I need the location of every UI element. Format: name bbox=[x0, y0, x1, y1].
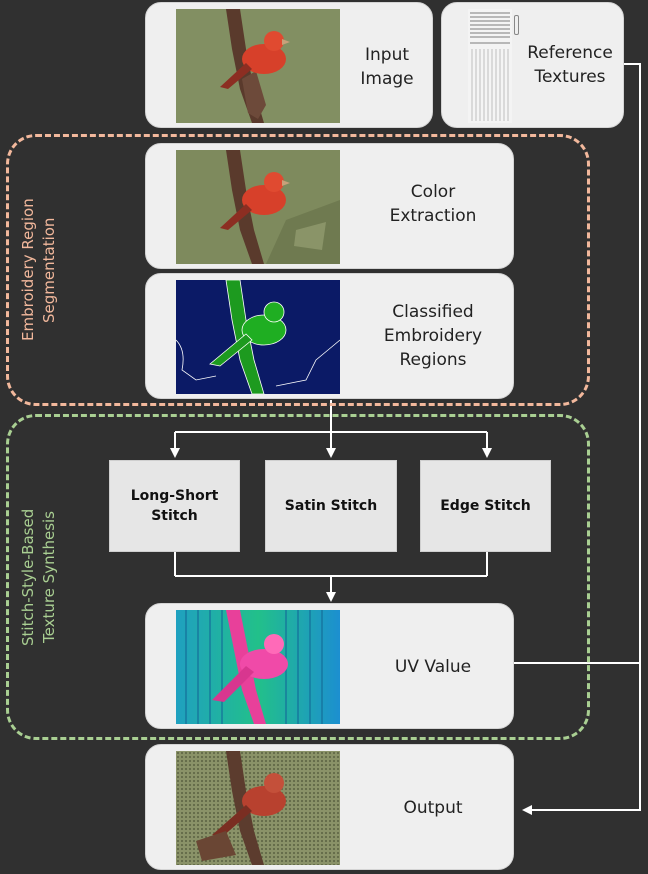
arrow-reference-to-output bbox=[522, 63, 641, 815]
output-label: Output bbox=[403, 798, 463, 818]
uv-value-label: UV Value bbox=[394, 657, 472, 677]
reference-textures-thumbnail bbox=[468, 9, 512, 123]
color-extraction-thumbnail bbox=[176, 150, 340, 264]
output-thumbnail bbox=[176, 751, 340, 865]
input-image-box: Input Image bbox=[145, 2, 433, 128]
reference-textures-box: Reference Textures bbox=[441, 2, 624, 128]
color-extraction-box: Color Extraction bbox=[145, 143, 514, 269]
uv-value-box: UV Value bbox=[145, 603, 514, 729]
uv-value-thumbnail bbox=[176, 610, 340, 724]
reference-textures-label: Reference Textures bbox=[527, 43, 613, 87]
classified-regions-box: Classified Embroidery Regions bbox=[145, 273, 514, 399]
long-short-stitch-box: Long-Short Stitch bbox=[109, 460, 240, 552]
edge-stitch-box: Edge Stitch bbox=[420, 460, 551, 552]
output-box: Output bbox=[145, 744, 514, 870]
needle-icon bbox=[514, 15, 519, 35]
classified-regions-thumbnail bbox=[176, 280, 340, 394]
segmentation-group-title: Embroidery Region Segmentation bbox=[19, 198, 58, 342]
synthesis-group bbox=[6, 414, 590, 740]
input-image-thumbnail bbox=[176, 9, 340, 123]
segmentation-group bbox=[6, 134, 590, 406]
satin-stitch-box: Satin Stitch bbox=[265, 460, 397, 552]
classified-regions-label: Classified Embroidery Regions bbox=[383, 302, 483, 370]
color-extraction-label: Color Extraction bbox=[389, 182, 477, 226]
synthesis-group-title: Stitch-Style-Based Texture Synthesis bbox=[19, 508, 58, 646]
input-image-label: Input Image bbox=[360, 45, 414, 89]
